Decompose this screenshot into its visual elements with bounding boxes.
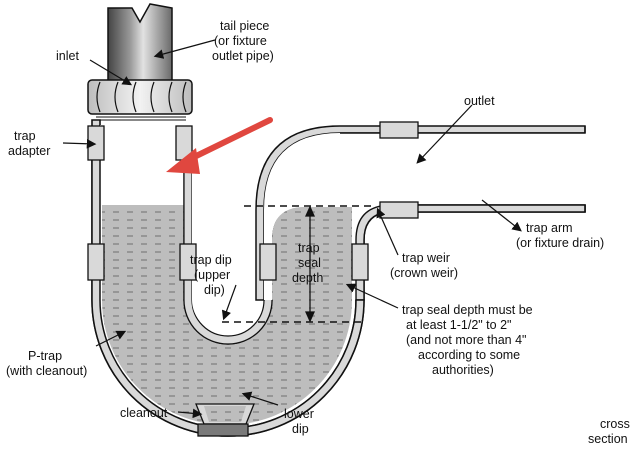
trap-center-opening <box>192 125 256 332</box>
trap-outer-ring <box>91 129 365 437</box>
inlet-label: inlet <box>56 49 79 63</box>
trap-arm-label: trap arm (or fixture drain) <box>516 221 604 250</box>
trap-dip-label: trap dip (upper dip) <box>190 253 235 297</box>
coupling-outlet-top <box>379 121 419 139</box>
p-trap-label: P-trap (with cleanout) <box>6 349 87 378</box>
cross-section-label: cross section <box>588 417 633 446</box>
trap-adapter-label: trap adapter <box>8 129 50 158</box>
pipe-threads <box>96 113 186 121</box>
trap-adapter-left <box>87 125 105 161</box>
tail-piece-assembly <box>87 3 193 121</box>
tail-piece-pipe <box>107 3 173 83</box>
cleanout-plug <box>197 423 249 437</box>
trap-seal-depth-label: trap seal depth <box>292 241 324 285</box>
labels: tail piece (or fixture outlet pipe) inle… <box>6 19 633 446</box>
cleanout-label: cleanout <box>120 406 168 420</box>
red-arrow-icon <box>166 117 273 174</box>
tail-piece-label: tail piece (or fixture outlet pipe) <box>212 19 274 63</box>
lower-dip-label: lower dip <box>284 407 317 436</box>
seal-depth-dimension <box>304 205 316 323</box>
coupling-left <box>87 243 105 281</box>
trap-seal-note: trap seal depth must be at least 1-1/2" … <box>402 303 536 377</box>
outlet-bottom-wall <box>355 204 586 301</box>
trap-weir-label: trap weir (crown weir) <box>390 251 458 280</box>
leader-lines <box>62 39 522 419</box>
coupling-right <box>351 243 369 281</box>
p-trap-body <box>87 119 586 437</box>
coupling-inner-right <box>259 243 277 281</box>
outlet-water <box>272 207 352 300</box>
coupling-outlet-bottom <box>379 201 419 219</box>
coupling-inner-left <box>179 243 197 281</box>
slip-nut-ridges <box>96 81 187 113</box>
outlet-label: outlet <box>464 94 495 108</box>
outlet-arch-air <box>264 133 585 300</box>
slip-nut <box>87 79 193 115</box>
cleanout-neck-water <box>204 406 246 422</box>
